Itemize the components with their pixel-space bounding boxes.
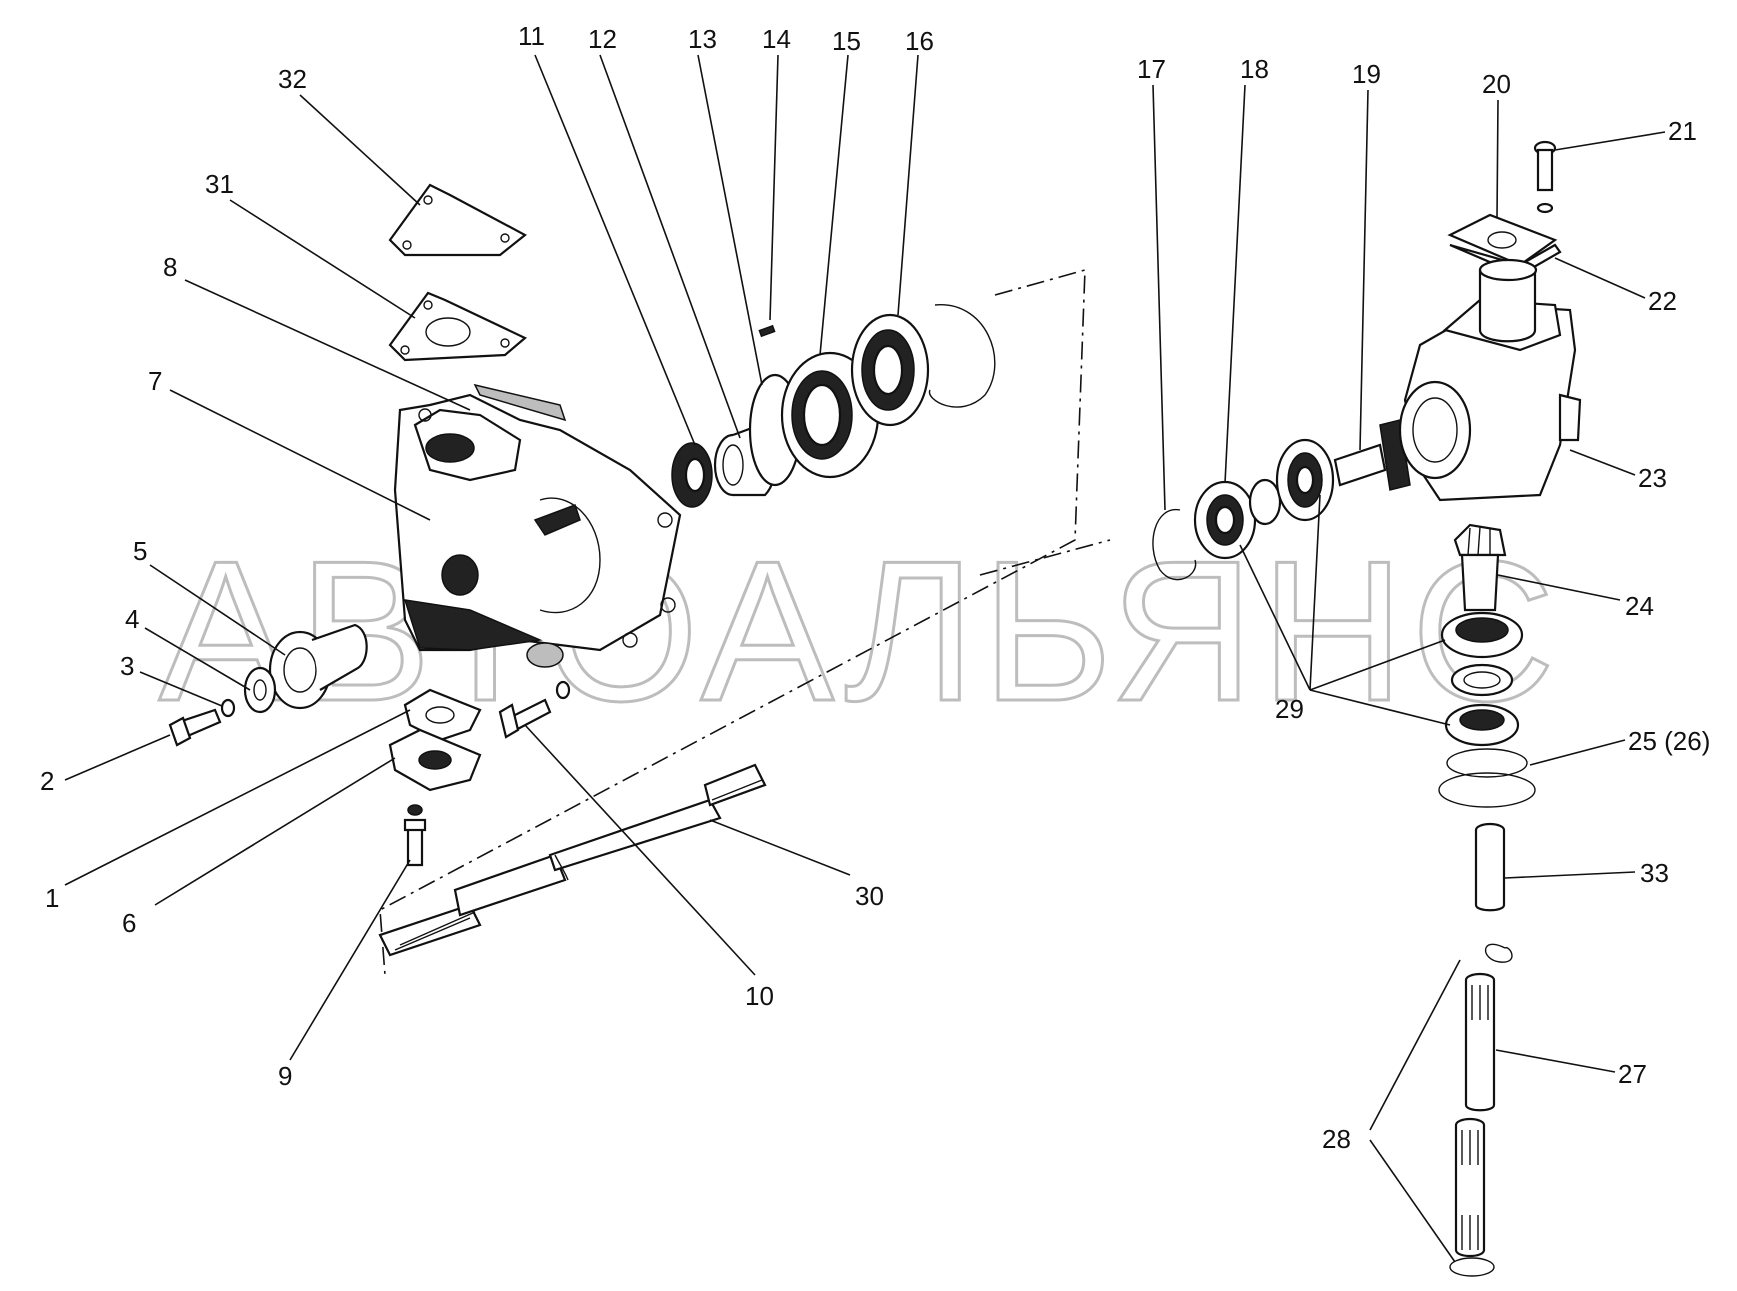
part-28-ring-lower <box>1449 1257 1495 1277</box>
part-25-26-rings <box>1438 748 1536 808</box>
callout-33: 33 <box>1640 858 1669 888</box>
callout-7: 7 <box>148 366 162 396</box>
callout-31: 31 <box>205 169 234 199</box>
part-32-cover-plate <box>388 183 527 257</box>
callout-14: 14 <box>762 24 791 54</box>
callout-15: 15 <box>832 26 861 56</box>
callout-4: 4 <box>125 604 139 634</box>
callout-24: 24 <box>1625 591 1654 621</box>
callout-1: 1 <box>45 883 59 913</box>
callout-30: 30 <box>855 881 884 911</box>
part-21-bolt <box>1533 140 1557 214</box>
callout-11: 11 <box>518 21 545 51</box>
callout-25-26: 25 (26) <box>1628 726 1710 756</box>
part-19-pinion-shaft <box>1333 419 1411 491</box>
part-10-bolt <box>498 680 571 739</box>
part-14-key <box>758 324 776 338</box>
part-18-bearing <box>1193 480 1257 560</box>
callout-27: 27 <box>1618 1059 1647 1089</box>
part-31-gasket <box>388 291 528 362</box>
callout-9: 9 <box>278 1061 292 1091</box>
callout-28: 28 <box>1322 1124 1351 1154</box>
callout-13: 13 <box>688 24 717 54</box>
part-11-oil-seal <box>671 442 713 508</box>
callout-12: 12 <box>588 24 617 54</box>
callout-23: 23 <box>1638 463 1667 493</box>
part-9-bolt <box>403 804 427 867</box>
part-5-flange-cover <box>268 623 368 710</box>
callout-32: 32 <box>278 64 307 94</box>
callout-5: 5 <box>133 536 147 566</box>
snap-ring-16 <box>928 304 996 408</box>
callout-6: 6 <box>122 908 136 938</box>
callout-20: 20 <box>1482 69 1511 99</box>
callout-19: 19 <box>1352 59 1381 89</box>
part-2-bolt <box>168 708 222 747</box>
callout-10: 10 <box>745 981 774 1011</box>
callout-17: 17 <box>1137 54 1166 84</box>
part-1-gasket <box>403 688 482 742</box>
callout-22: 22 <box>1648 286 1677 316</box>
callout-16: 16 <box>905 26 934 56</box>
callout-3: 3 <box>120 651 134 681</box>
callout-29: 29 <box>1275 694 1304 724</box>
callout-18: 18 <box>1240 54 1269 84</box>
part-29-bearing-upper <box>1275 438 1335 522</box>
part-3-spring-washer <box>220 698 236 718</box>
callout-8: 8 <box>163 252 177 282</box>
part-27-splined-shaft <box>1464 972 1496 1112</box>
part-28-ring-upper <box>1484 943 1513 963</box>
part-33-sleeve <box>1474 822 1506 912</box>
part-28-lower-shaft <box>1454 1117 1486 1258</box>
callout-labels: 32 31 8 7 5 4 3 2 1 6 9 10 30 11 12 13 1… <box>40 21 1710 1154</box>
part-7-housing <box>393 383 682 668</box>
part-16-bearing <box>850 313 930 427</box>
spacer-ring <box>1248 478 1282 526</box>
callout-2: 2 <box>40 766 54 796</box>
leader-lines <box>64 54 1666 1263</box>
part-29-bearing-lower <box>1440 611 1524 747</box>
part-30-shaft <box>378 763 767 957</box>
callout-21: 21 <box>1668 116 1697 146</box>
part-4-washer <box>243 666 277 714</box>
part-17-snap-ring <box>1152 509 1197 581</box>
part-20-top-cover <box>1447 213 1562 343</box>
part-6-flange <box>388 728 482 792</box>
axis-lines <box>379 268 1111 976</box>
part-24-bevel-gear <box>1453 523 1507 612</box>
watermark: АВТОАЛЬЯНС <box>159 520 1561 743</box>
